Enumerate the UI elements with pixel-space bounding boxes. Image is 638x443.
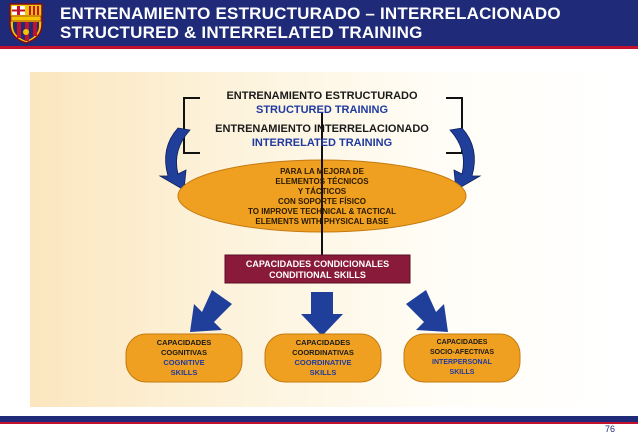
footer-accent [0, 422, 638, 424]
structured-training-es: ENTRENAMIENTO ESTRUCTURADO [226, 90, 418, 102]
slide-header: ENTRENAMIENTO ESTRUCTURADO – INTERRELACI… [0, 0, 638, 46]
cognitive-line-3: COGNITIVE [163, 358, 205, 367]
ellipse-line-4: CON SOPORTE FÍSICO [277, 197, 366, 206]
cognitive-line-2: COGNITIVAS [160, 348, 208, 357]
left-bracket [183, 97, 200, 154]
cognitive-line-1: CAPACIDADES [156, 338, 212, 347]
fc-barcelona-crest-icon [9, 3, 43, 44]
slide-title-english: STRUCTURED & INTERRELATED TRAINING [60, 23, 423, 42]
left-curved-arrow-icon [158, 127, 191, 191]
right-bracket [446, 97, 463, 154]
right-down-arrow-icon [406, 290, 448, 332]
socioaffective-line-3: INTERPERSONAL [432, 359, 492, 366]
header-divider [0, 46, 638, 49]
socioaffective-line-2: SOCIO-AFECTIVAS [429, 349, 495, 356]
coordinative-line-1: CAPACIDADES [295, 338, 351, 347]
coordinative-box-shape [264, 333, 382, 383]
socioaffective-line-1: CAPACIDADES [436, 339, 488, 346]
coordinative-skills-box: CAPACIDADES COORDINATIVAS COORDINATIVE S… [265, 338, 381, 378]
ellipse-line-5: TO IMPROVE TECHNICAL & TACTICAL [248, 207, 396, 216]
page-number: 76 [604, 424, 615, 434]
footer-band [0, 416, 638, 422]
right-curved-arrow-icon [449, 127, 482, 191]
slide-title-spanish: ENTRENAMIENTO ESTRUCTURADO – INTERRELACI… [60, 4, 561, 23]
socioaffective-skills-box: CAPACIDADES SOCIO-AFECTIVAS INTERPERSONA… [404, 338, 520, 378]
socioaffective-box-shape [403, 333, 521, 383]
left-down-arrow-icon [190, 290, 232, 332]
cognitive-skills-box: CAPACIDADES COGNITIVAS COGNITIVE SKILLS [126, 338, 242, 378]
interrelated-training-en: INTERRELATED TRAINING [251, 137, 393, 149]
ellipse-line-1: PARA LA MEJORA DE [280, 167, 364, 176]
ellipse-line-3: Y TÁCTICOS [297, 187, 347, 196]
center-down-arrow-icon [301, 292, 343, 336]
conditional-skills-text: CAPACIDADES CONDICIONALES CONDITIONAL SK… [225, 259, 410, 281]
interrelated-training-es: ENTRENAMIENTO INTERRELACIONADO [215, 123, 429, 135]
ellipse-line-2: ELEMENTOS TÉCNICOS [275, 177, 369, 186]
coordinative-line-3: COORDINATIVE [294, 358, 352, 367]
conditional-skills-box [224, 254, 411, 284]
cognitive-box-shape [125, 333, 243, 383]
cognitive-line-4: SKILLS [170, 368, 198, 377]
structured-training-en: STRUCTURED TRAINING [256, 104, 388, 116]
coordinative-line-2: COORDINATIVAS [292, 348, 354, 357]
coordinative-line-4: SKILLS [309, 368, 337, 377]
ellipse-text: PARA LA MEJORA DE ELEMENTOS TÉCNICOS Y T… [222, 167, 422, 227]
ellipse-line-6: ELEMENTS WITH PHYSICAL BASE [255, 217, 389, 226]
socioaffective-line-4: SKILLS [449, 369, 475, 376]
conditional-skills-es: CAPACIDADES CONDICIONALES [245, 259, 390, 269]
conditional-skills-en: CONDITIONAL SKILLS [269, 270, 366, 280]
